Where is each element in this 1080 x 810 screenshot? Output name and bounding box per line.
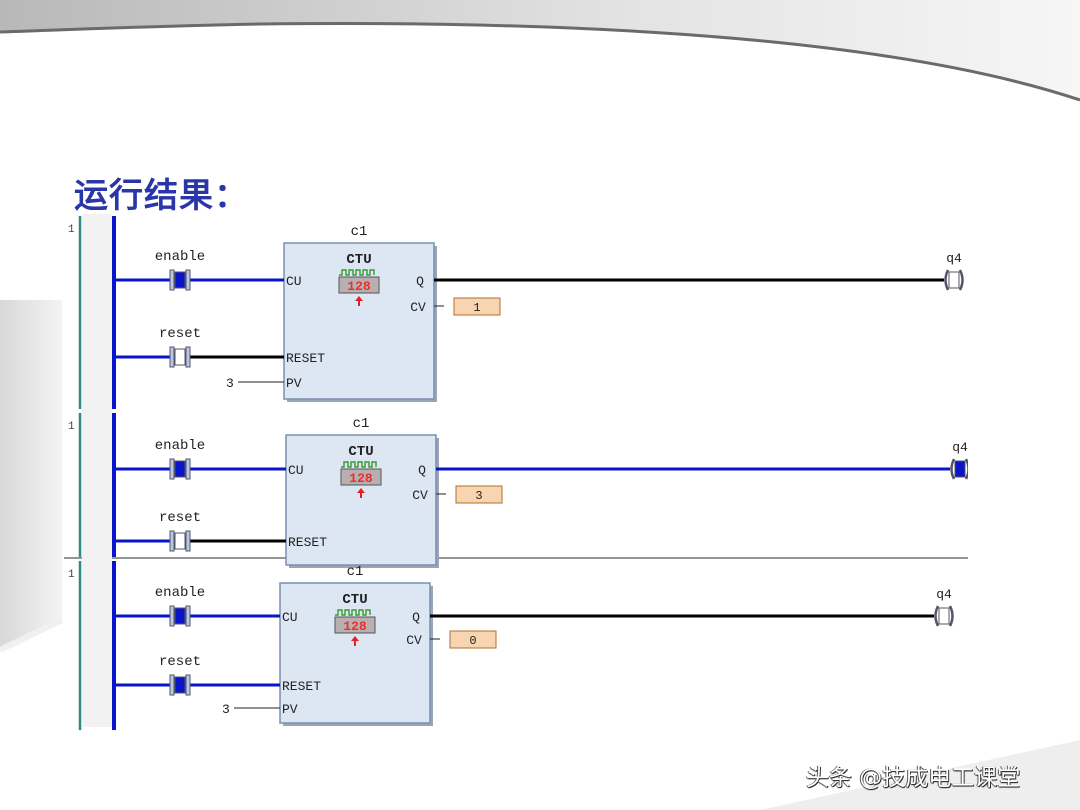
rung-number: 1 (68, 569, 75, 581)
counter-pulse-icon (339, 269, 375, 276)
contact-bracket-left (169, 346, 175, 368)
coil-left-arc (950, 458, 956, 480)
coil-label: q4 (952, 440, 968, 455)
pin-cv: CV (410, 300, 426, 315)
ctu-block (279, 582, 431, 724)
pin-q: Q (416, 274, 424, 289)
contact-reset-icon (174, 532, 186, 550)
contact-label: reset (159, 654, 201, 670)
contact-bracket-right (185, 605, 191, 627)
contact-enable-icon (174, 271, 186, 289)
contact-bracket-left (169, 458, 175, 480)
pin-q: Q (412, 610, 420, 625)
counter-digits-icon: 128 (347, 279, 371, 294)
gutter-strip (82, 214, 112, 727)
pin-reset: RESET (282, 679, 321, 694)
counter-pulse-icon (335, 609, 371, 616)
coil-right-arc (958, 269, 964, 291)
cv-value: 1 (473, 301, 480, 315)
counter-display-icon (338, 276, 380, 294)
coil-q4-icon (954, 460, 966, 478)
coil-label: q4 (936, 587, 952, 602)
instance-name: c1 (351, 224, 368, 240)
pin-q: Q (418, 463, 426, 478)
slide-title: 运行结果： (74, 176, 249, 216)
coil-q4-icon (948, 271, 960, 289)
coil-right-arc (948, 605, 954, 627)
contact-enable-icon (174, 607, 186, 625)
instance-name: c1 (347, 564, 364, 580)
pin-cu: CU (286, 274, 302, 289)
count-up-arrow-icon (357, 488, 365, 498)
pin-cv: CV (412, 488, 428, 503)
coil-q4-icon (938, 607, 950, 625)
block-type: CTU (346, 252, 371, 268)
ctu-block (285, 434, 437, 566)
pin-pv: PV (282, 702, 298, 717)
cv-value-box (449, 630, 497, 649)
pin-cu: CU (288, 463, 304, 478)
contact-label: reset (159, 326, 201, 342)
counter-pulse-icon (341, 461, 377, 468)
coil-left-arc (944, 269, 950, 291)
ctu-block (283, 242, 435, 400)
contact-label: enable (155, 249, 205, 265)
coil-label: q4 (946, 251, 962, 266)
contact-bracket-right (185, 269, 191, 291)
contact-bracket-right (185, 458, 191, 480)
rung-number: 1 (68, 224, 75, 236)
cv-value-box (455, 485, 503, 504)
counter-display-icon (334, 616, 376, 634)
contact-label: enable (155, 438, 205, 454)
pin-reset: RESET (286, 351, 325, 366)
contact-bracket-left (169, 674, 175, 696)
block-type: CTU (342, 592, 367, 608)
contact-bracket-left (169, 605, 175, 627)
count-up-arrow-icon (351, 636, 359, 646)
counter-display-icon (340, 468, 382, 486)
pin-cu: CU (282, 610, 298, 625)
counter-digits-icon: 128 (343, 619, 367, 634)
cv-value: 0 (469, 634, 476, 648)
cv-value-box (453, 297, 501, 316)
contact-label: enable (155, 585, 205, 601)
contact-label: reset (159, 510, 201, 526)
contact-bracket-left (169, 269, 175, 291)
instance-name: c1 (353, 416, 370, 432)
counter-digits-icon: 128 (349, 471, 373, 486)
pin-reset: RESET (288, 535, 327, 550)
coil-left-arc (934, 605, 940, 627)
block-type: CTU (348, 444, 373, 460)
pin-pv: PV (286, 376, 302, 391)
contact-bracket-right (185, 674, 191, 696)
rung-number: 1 (68, 421, 75, 433)
contact-bracket-left (169, 530, 175, 552)
pv-value: 3 (226, 376, 234, 391)
cv-value: 3 (475, 489, 482, 503)
coil-right-arc (964, 458, 970, 480)
contact-bracket-right (185, 346, 191, 368)
contact-reset-icon (174, 676, 186, 694)
contact-bracket-right (185, 530, 191, 552)
count-up-arrow-icon (355, 296, 363, 306)
watermark: 头条 @技成电工课堂 (806, 765, 1021, 791)
pin-cv: CV (406, 633, 422, 648)
contact-enable-icon (174, 460, 186, 478)
contact-reset-icon (174, 348, 186, 366)
pv-value: 3 (222, 702, 230, 717)
